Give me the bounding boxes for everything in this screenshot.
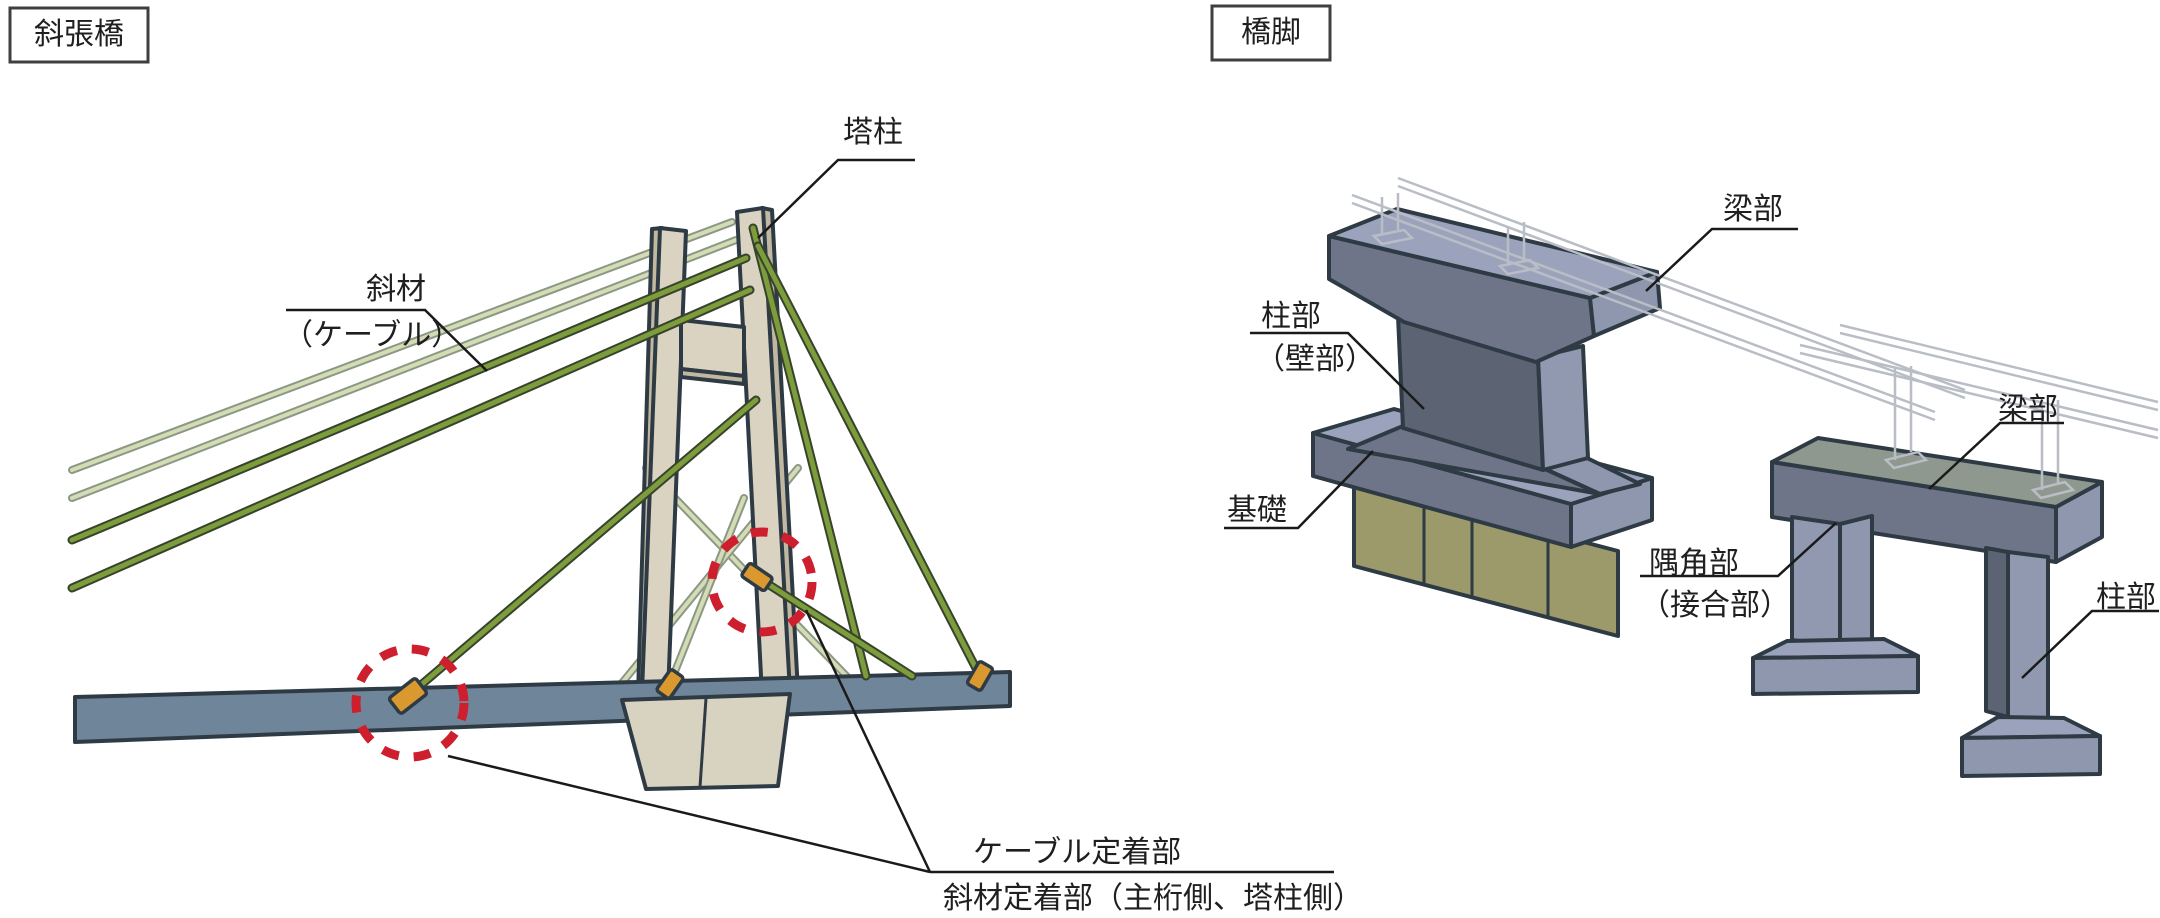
- portal-beam: [1770, 436, 2104, 564]
- wall-shaft-side: [1536, 344, 1590, 472]
- leader-corner: [1640, 522, 1837, 578]
- leader-beam-right-pier: [1928, 421, 2064, 490]
- girder-anchorage-highlight-circle: [351, 644, 469, 762]
- label-stay-anchorage: 斜材定着部（主桁側、塔柱側）: [943, 881, 1363, 916]
- portal-left-column-front: [1790, 515, 1842, 649]
- deck-anchor-2: [655, 668, 685, 700]
- wall-type-pier: [1311, 176, 1966, 638]
- label-beam-right-pier: 梁部: [1998, 392, 2058, 427]
- pier-cap-beam: [1327, 207, 1662, 364]
- front-stay-cables-short: [403, 223, 985, 701]
- title-box-cable-stayed-bridge: [8, 6, 150, 64]
- label-foundation: 基礎: [1227, 493, 1287, 528]
- label-corner-line1: 隅角部: [1649, 546, 1739, 581]
- leader-foundation: [1224, 450, 1374, 530]
- portal-left-base: [1751, 637, 1920, 696]
- leader-anchorage-from-tower: [804, 609, 932, 873]
- label-tower: 塔柱: [843, 115, 903, 150]
- title-cable-stayed-bridge: 斜張橋: [34, 17, 124, 52]
- labels: 斜張橋 橋脚 塔柱 斜材 （ケーブル） ケーブル定着部 斜材定着部（主桁側、塔柱…: [8, 4, 2156, 916]
- portal-frame-pier: [1751, 323, 2159, 778]
- leader-column-wall: [1250, 331, 1425, 410]
- tower-crossbeam-shade: [679, 367, 746, 386]
- portal-left-column-side: [1838, 514, 1874, 649]
- deck-anchor-3: [965, 660, 995, 692]
- faint-girders-right-pier: [1799, 323, 2159, 500]
- tower-anchorage-highlight-circle: [707, 527, 817, 637]
- portal-right-base: [1960, 715, 2102, 778]
- front-stay-cables-left: [67, 253, 755, 593]
- label-stay-line1: 斜材: [366, 272, 426, 307]
- portal-right-column-front: [2006, 550, 2050, 724]
- cable-stayed-bridge-figure: [67, 206, 1012, 791]
- label-column-wall-line1: 柱部: [1261, 299, 1321, 334]
- tower-side-anchor: [740, 561, 774, 593]
- portal-right-column-inner: [1984, 546, 2010, 719]
- label-column-right-pier: 柱部: [2096, 580, 2156, 615]
- label-corner-line2: （接合部）: [1640, 588, 1790, 623]
- leader-lines: [286, 158, 2159, 874]
- tower-crossbeam: [679, 318, 746, 378]
- title-pier: 橋脚: [1241, 15, 1301, 50]
- tower-pedestal: [620, 692, 792, 791]
- main-girder-deck: [73, 670, 1012, 744]
- bridge-pier-figure: [1311, 176, 2159, 778]
- leader-tower: [757, 158, 915, 239]
- label-cable-anchorage: ケーブル定着部: [973, 835, 1181, 870]
- title-box-pier: [1210, 4, 1332, 62]
- cable-anchor-blocks: [387, 561, 995, 715]
- leader-column-right-pier: [2021, 609, 2159, 679]
- leader-anchorage-from-girder: [447, 754, 931, 874]
- label-column-wall-line2: （壁部）: [1255, 342, 1375, 377]
- label-stay-line2: （ケーブル）: [283, 318, 461, 353]
- leader-beam-left-pier: [1645, 227, 1798, 292]
- label-beam-left-pier: 梁部: [1723, 192, 1783, 227]
- leader-stay-cable: [286, 308, 488, 372]
- girder-side-anchor: [387, 677, 429, 715]
